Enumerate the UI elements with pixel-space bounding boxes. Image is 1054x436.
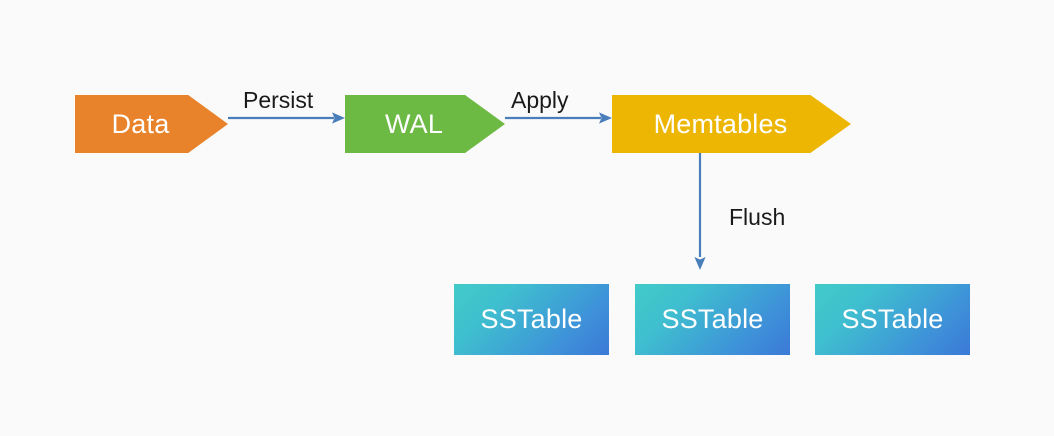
node-sstable-3-label: SSTable <box>841 304 944 334</box>
edge-label-apply: Apply <box>511 87 569 113</box>
node-wal-label: WAL <box>384 108 444 139</box>
node-memtables[interactable]: Memtables <box>612 95 851 153</box>
node-memtables-label: Memtables <box>653 108 788 139</box>
arrow-apply <box>505 112 612 124</box>
node-data[interactable]: Data <box>75 95 228 153</box>
node-sstable-2-label: SSTable <box>661 304 764 334</box>
node-sstable-1-label: SSTable <box>480 304 583 334</box>
node-wal[interactable]: WAL <box>345 95 505 153</box>
node-sstable-1[interactable]: SSTable <box>454 284 609 355</box>
node-sstable-3[interactable]: SSTable <box>815 284 970 355</box>
node-data-label: Data <box>111 108 170 139</box>
arrow-flush <box>694 153 706 270</box>
edge-label-persist: Persist <box>243 87 314 113</box>
arrow-persist <box>228 112 345 124</box>
edge-label-flush: Flush <box>729 204 786 230</box>
node-sstable-2[interactable]: SSTable <box>635 284 790 355</box>
